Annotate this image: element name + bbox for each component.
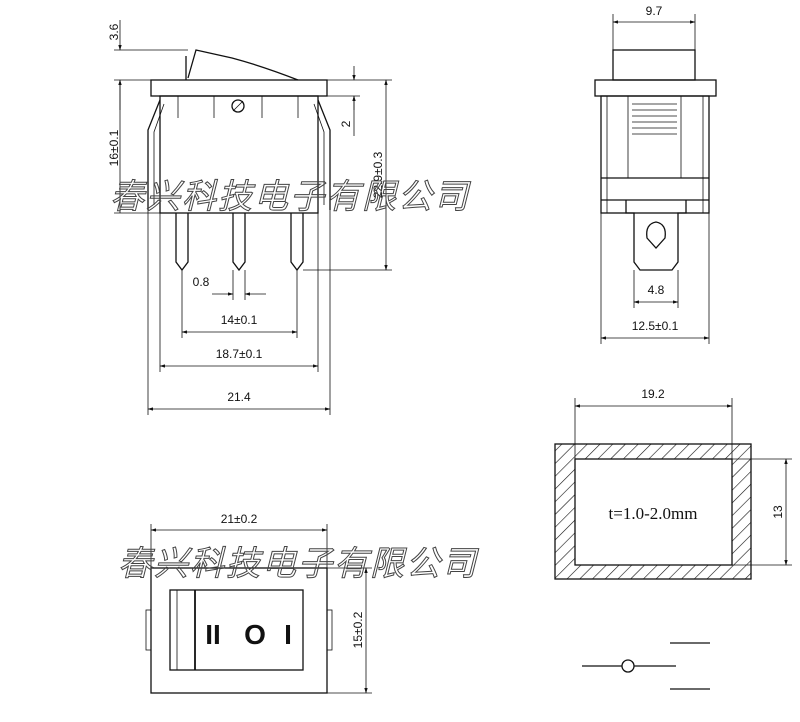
watermark-bottom: 春兴科技电子有限公司	[118, 544, 479, 584]
pin-left	[175, 213, 189, 272]
panel-cutout: t=1.0-2.0mm 19.2 13	[554, 387, 792, 580]
dim-top-view-width: 21±0.2	[221, 512, 258, 526]
dim-lever-height: 3.6	[107, 23, 121, 40]
dim-overall-width: 21.4	[227, 390, 251, 404]
dim-body-height: 16±0.1	[107, 129, 121, 166]
dim-pin-spacing: 14±0.1	[221, 313, 258, 327]
screw-icon	[231, 99, 245, 113]
dim-top-width: 9.7	[646, 4, 663, 18]
dim-cutout-height: 13	[771, 505, 785, 519]
switch-node-icon	[621, 659, 635, 673]
dim-terminal-offset: 2	[339, 120, 353, 127]
schematic-symbol	[582, 642, 710, 690]
cutout-opening	[574, 458, 733, 566]
terminal-hole	[646, 221, 666, 249]
ridges	[632, 103, 677, 135]
switch-body	[159, 95, 319, 214]
dim-top-view-height: 15±0.2	[351, 611, 365, 648]
rocker-face	[169, 589, 304, 671]
dim-body-width: 12.5±0.1	[632, 319, 679, 333]
watermark-top: 春兴科技电子有限公司	[110, 177, 471, 217]
top-view: II O I 21±0.2 15±0.2	[145, 512, 372, 694]
dim-cutout-width: 19.2	[641, 387, 665, 401]
quick-connect-terminal	[625, 200, 687, 271]
marking-i: I	[284, 619, 292, 650]
end-view: 9.7 4.8 12.5±0.1	[594, 4, 717, 344]
dim-pin-outer: 18.7±0.1	[216, 347, 263, 361]
dim-total-height: 22.9±0.3	[371, 151, 385, 198]
actuator	[612, 49, 696, 81]
dim-terminal-width: 4.8	[648, 283, 665, 297]
marking-o: O	[244, 619, 266, 650]
pin-middle	[232, 213, 246, 272]
panel-thickness: t=1.0-2.0mm	[609, 504, 698, 523]
dim-pin-width: 0.8	[193, 275, 210, 289]
flange	[150, 79, 328, 97]
pin-right	[290, 213, 304, 272]
rocker-lever	[187, 49, 299, 81]
side-view: 3.6 16±0.1 2 22.9±0.3 0.8 14±0.1 18.7±0.…	[107, 20, 392, 415]
marking-ii: II	[205, 619, 221, 650]
